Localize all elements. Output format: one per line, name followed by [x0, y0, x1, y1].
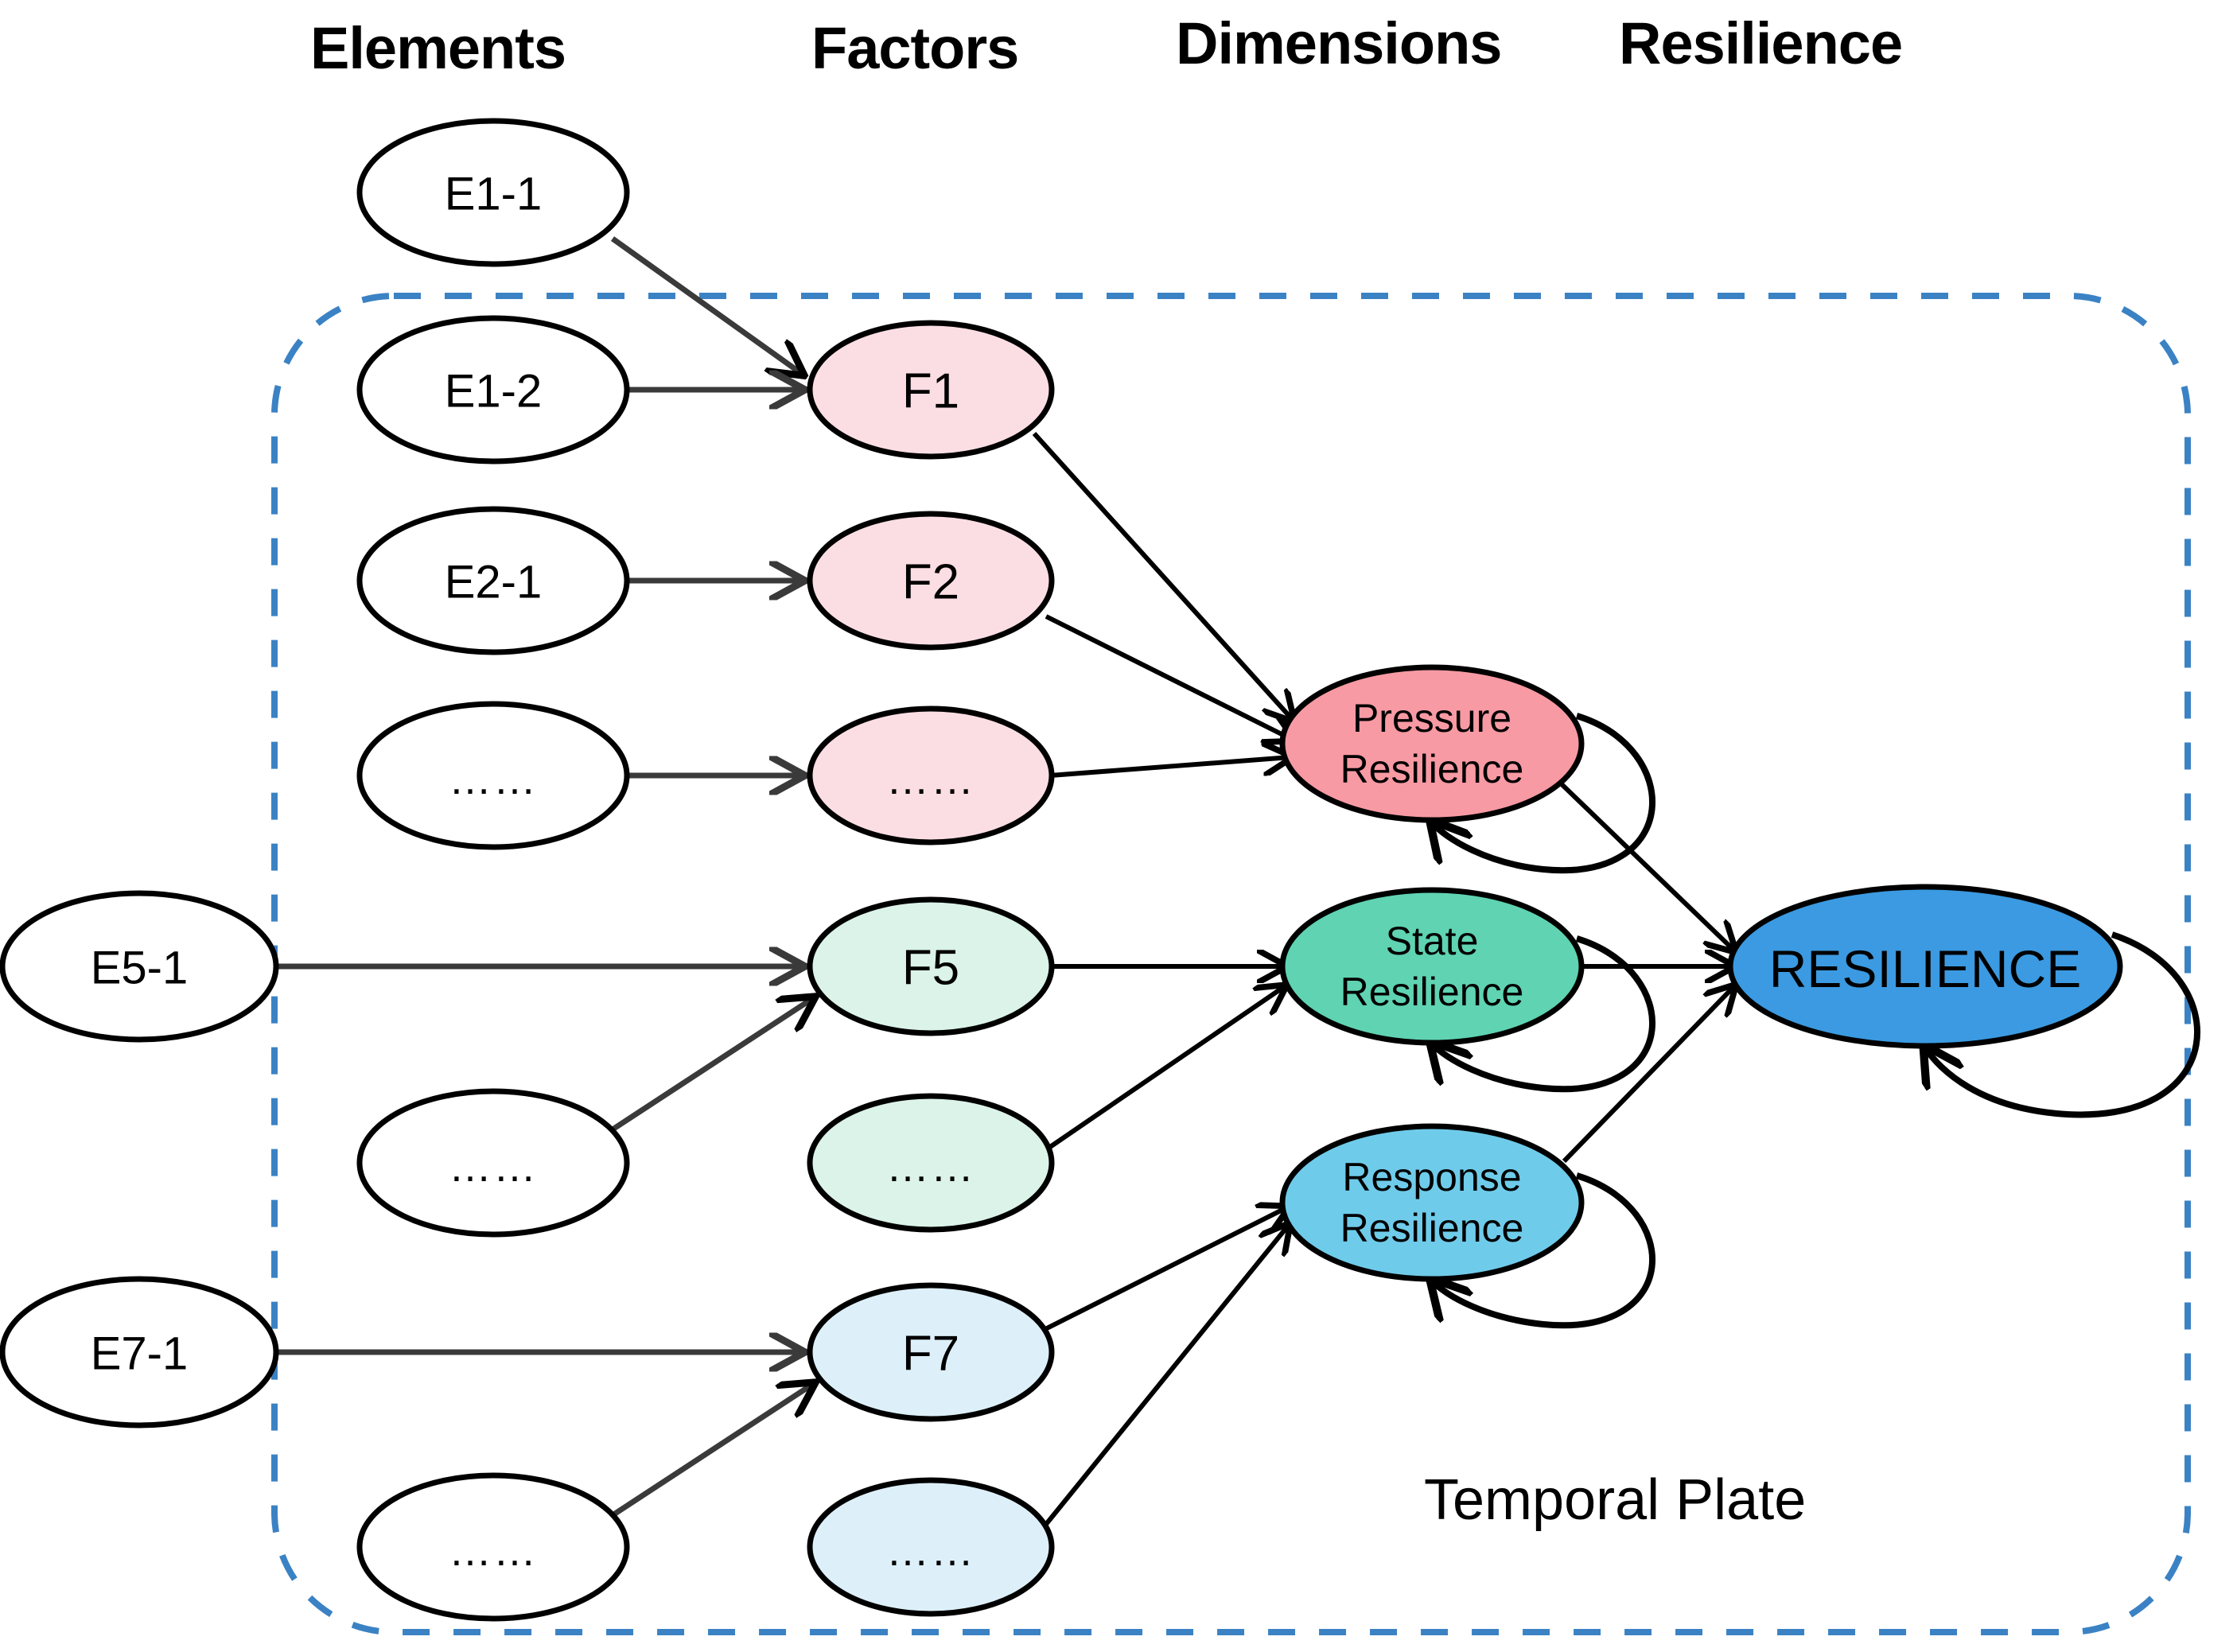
column-header-factors: Factors — [811, 15, 1019, 81]
node-label-e1-1: E1-1 — [445, 169, 543, 220]
column-header-elements: Elements — [310, 15, 566, 81]
node-label-e7-1: E7-1 — [91, 1328, 189, 1380]
node-element-ellipsis-b[interactable]: …… — [356, 1088, 630, 1238]
node-factor-ellipsis-pressure[interactable]: …… — [807, 706, 1055, 845]
edge-f1-to-pressure-resilience — [1032, 431, 1293, 720]
node-label-f7: F7 — [902, 1327, 959, 1382]
node-label-element-ellipsis-a: …… — [449, 756, 538, 803]
node-label-f1: F1 — [902, 364, 959, 419]
node-e5-1[interactable]: E5-1 — [0, 890, 279, 1043]
edge-e1-1-to-f1 — [610, 236, 802, 374]
edge-response-resilience-to-resilience — [1562, 986, 1734, 1164]
node-f5[interactable]: F5 — [807, 896, 1055, 1036]
node-response-resilience[interactable]: Response Resilience — [1279, 1123, 1585, 1282]
node-element-ellipsis-a[interactable]: …… — [356, 701, 630, 850]
edge-fdots-p-to-pressure-resilience — [1049, 757, 1290, 778]
node-label-factor-ellipsis-pressure: …… — [886, 756, 975, 803]
node-label-element-ellipsis-c: …… — [449, 1527, 538, 1575]
node-label-pressure-resilience-line2: Resilience — [1340, 747, 1524, 791]
plate-label: Temporal Plate — [1424, 1468, 1807, 1532]
node-factor-ellipsis-state[interactable]: …… — [807, 1093, 1055, 1233]
self-loop-state-resilience — [1432, 935, 1655, 1093]
node-label-pressure-resilience-line1: Pressure — [1352, 696, 1511, 740]
node-resilience[interactable]: RESILIENCE — [1727, 884, 2123, 1049]
edge-f2-to-pressure-resilience — [1045, 614, 1293, 740]
node-label-e5-1: E5-1 — [91, 943, 189, 994]
edge-edots-b-to-f5 — [611, 998, 813, 1132]
node-label-state-resilience-line2: Resilience — [1340, 970, 1524, 1014]
node-label-factor-ellipsis-response: …… — [886, 1527, 975, 1575]
node-e7-1[interactable]: E7-1 — [0, 1276, 279, 1428]
node-factor-ellipsis-response[interactable]: …… — [807, 1477, 1055, 1617]
self-loop-resilience — [1925, 931, 2200, 1118]
node-label-e2-1: E2-1 — [445, 557, 543, 608]
edge-edots-c-to-f7 — [611, 1384, 813, 1518]
node-e1-2[interactable]: E1-2 — [356, 315, 630, 465]
node-f2[interactable]: F2 — [807, 511, 1055, 651]
node-label-element-ellipsis-b: …… — [449, 1143, 538, 1191]
edge-pressure-resilience-to-resilience — [1558, 781, 1734, 950]
node-f7[interactable]: F7 — [807, 1282, 1055, 1422]
column-header-resilience: Resilience — [1619, 10, 1903, 76]
node-label-e1-2: E1-2 — [445, 366, 543, 418]
node-label-f2: F2 — [902, 555, 959, 610]
self-loop-pressure-resilience — [1432, 713, 1655, 874]
node-f1[interactable]: F1 — [807, 320, 1055, 460]
node-label-response-resilience-line1: Response — [1342, 1155, 1521, 1199]
edge-fdots-r-to-response-resilience — [1041, 1225, 1289, 1529]
node-label-state-resilience-line1: State — [1386, 919, 1479, 963]
edge-fdots-s-to-state-resilience — [1048, 986, 1285, 1149]
node-e1-1[interactable]: E1-1 — [356, 118, 630, 267]
node-pressure-resilience[interactable]: Pressure Resilience — [1279, 664, 1585, 823]
node-label-response-resilience-line2: Resilience — [1340, 1206, 1524, 1250]
node-label-f5: F5 — [902, 941, 959, 996]
self-loop-response-resilience — [1432, 1172, 1655, 1329]
column-header-dimensions: Dimensions — [1176, 10, 1502, 76]
node-label-factor-ellipsis-state: …… — [886, 1143, 975, 1191]
node-e2-1[interactable]: E2-1 — [356, 506, 630, 655]
node-label-resilience: RESILIENCE — [1769, 939, 2081, 998]
edge-f7-to-response-resilience — [1042, 1207, 1287, 1332]
node-state-resilience[interactable]: State Resilience — [1279, 887, 1585, 1046]
node-element-ellipsis-c[interactable]: …… — [356, 1472, 630, 1622]
